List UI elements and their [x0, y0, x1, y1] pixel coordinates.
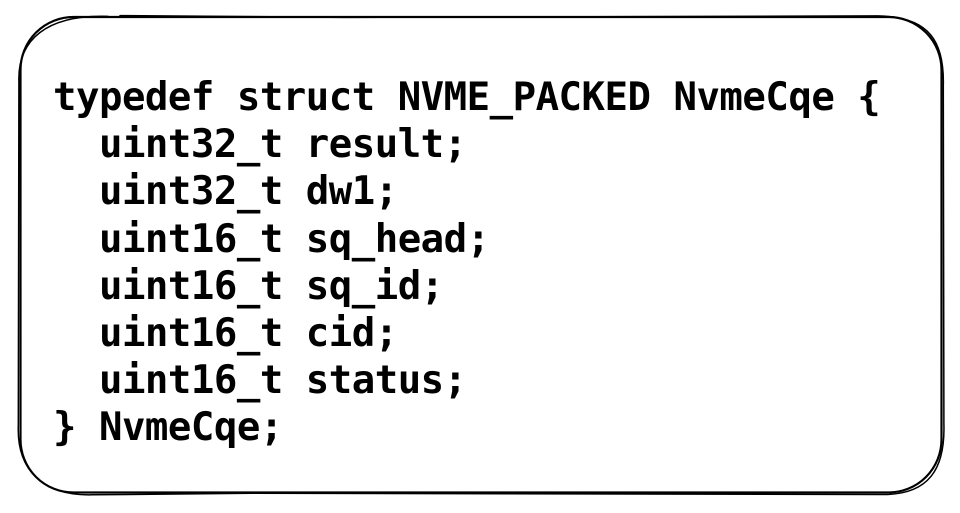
code-line: uint16_t sq_id;	[53, 263, 444, 309]
code-line: uint16_t sq_head;	[53, 216, 490, 262]
code-line: uint16_t status;	[53, 358, 467, 404]
code-line: } NvmeCqe;	[53, 405, 283, 451]
code-line: uint32_t result;	[53, 122, 467, 168]
code-line: uint32_t dw1;	[53, 169, 398, 215]
code-block: typedef struct NVME_PACKED NvmeCqe { uin…	[53, 74, 913, 452]
code-line: uint16_t cid;	[53, 311, 398, 357]
code-line: typedef struct NVME_PACKED NvmeCqe {	[53, 75, 881, 120]
